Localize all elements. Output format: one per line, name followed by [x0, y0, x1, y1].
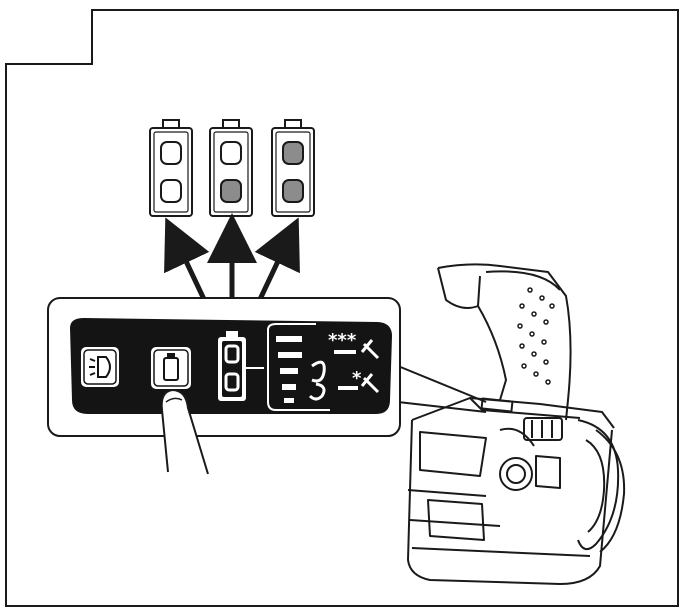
indicator-states: [149, 119, 315, 217]
battery-inner-outline: [275, 131, 311, 213]
lamp-lit: [220, 179, 242, 203]
light-icon: [89, 356, 111, 378]
indicator-state-3: [271, 119, 315, 217]
finger-icon: [160, 388, 209, 475]
hammer-icon: [360, 339, 380, 360]
indicator-state-1: [149, 119, 193, 217]
figure-frame: [5, 9, 679, 607]
lamp-lit: [282, 141, 304, 165]
mode-low-star: *: [352, 368, 362, 389]
impact-mode-icon: [267, 323, 330, 411]
light-button[interactable]: [79, 345, 121, 389]
battery-check-button[interactable]: [149, 345, 193, 391]
lamp-lit: [282, 179, 304, 203]
indicator-state-2: [209, 119, 253, 217]
lamp-off: [160, 179, 182, 203]
battery-indicator-icon: [218, 331, 246, 401]
mode-high-marker: ***: [328, 330, 380, 360]
battery-inner-outline: [153, 131, 189, 213]
lamp-off: [220, 141, 242, 165]
impact-driver-illustration: [407, 263, 626, 585]
mode-low-marker: *: [338, 368, 380, 394]
battery-check-icon: [163, 353, 179, 381]
hammer-icon: [360, 373, 380, 394]
control-panel: *** *: [70, 318, 392, 414]
callout-leader: [397, 365, 487, 413]
battery-inner-outline: [213, 131, 249, 213]
lamp-off: [160, 141, 182, 165]
mode-high-stars: ***: [328, 330, 357, 351]
